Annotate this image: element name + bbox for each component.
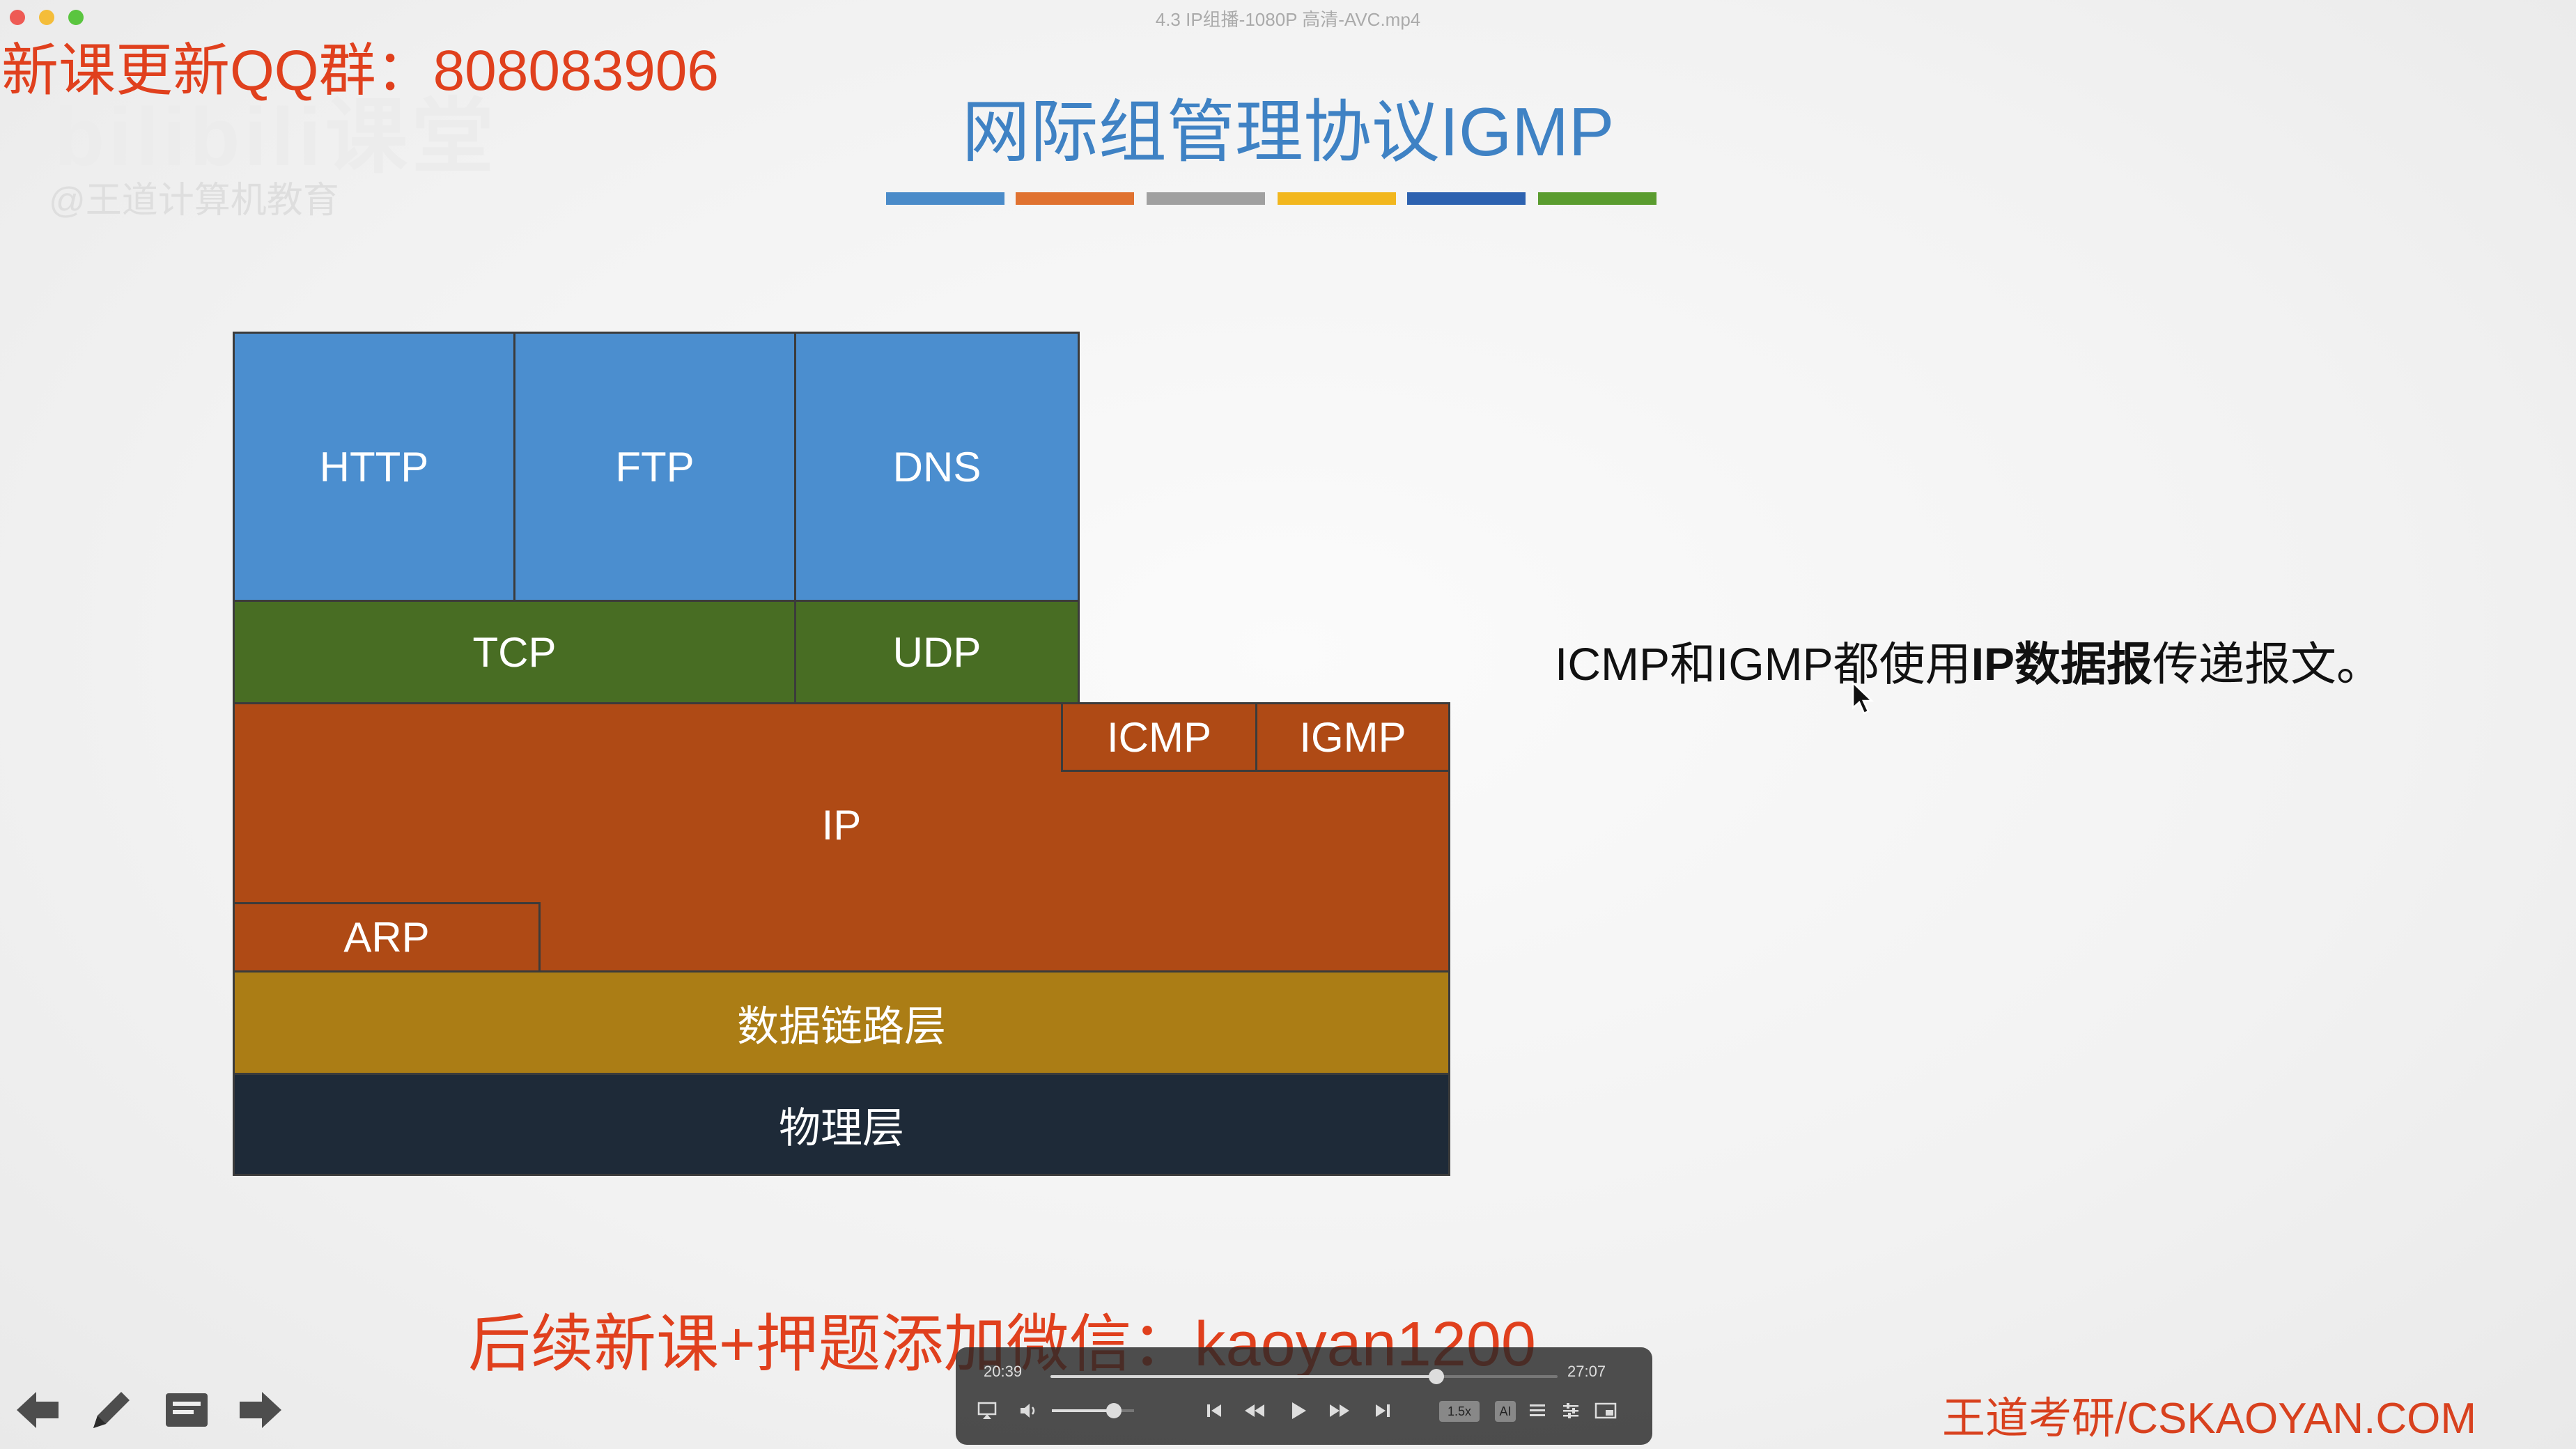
brand-watermark: 王道考研/CSKAOYAN.COM bbox=[1942, 1395, 2477, 1443]
igmp-box: IGMP bbox=[1255, 702, 1450, 772]
picture-in-picture-icon[interactable] bbox=[1594, 1400, 1617, 1421]
note-part-1: ICMP和IGMP都使用 bbox=[1555, 638, 1971, 690]
progress-fill bbox=[1050, 1375, 1436, 1378]
mouse-cursor-icon bbox=[1852, 681, 1875, 715]
skip-forward-icon[interactable] bbox=[1372, 1400, 1393, 1421]
maximize-window-button[interactable] bbox=[68, 10, 84, 25]
bilibili-logo: bilibili课堂 bbox=[54, 91, 498, 183]
title-color-bar-6 bbox=[1538, 192, 1656, 205]
progress-handle[interactable] bbox=[1429, 1369, 1444, 1384]
next-slide-icon[interactable] bbox=[235, 1385, 286, 1435]
note-bold: IP数据报 bbox=[1971, 638, 2153, 690]
datalink-layer-box: 数据链路层 bbox=[233, 970, 1450, 1075]
close-window-button[interactable] bbox=[10, 10, 25, 25]
previous-slide-icon[interactable] bbox=[13, 1385, 63, 1435]
window-title: 4.3 IP组播-1080P 高清-AVC.mp4 bbox=[1155, 9, 1421, 30]
volume-icon[interactable] bbox=[1018, 1400, 1039, 1421]
icmp-box: ICMP bbox=[1061, 702, 1257, 772]
qq-group-overlay: 新课更新QQ群：808083906 bbox=[1, 39, 720, 102]
title-color-bar-4 bbox=[1278, 192, 1396, 205]
http-box: HTTP bbox=[233, 332, 515, 602]
volume-fill bbox=[1052, 1409, 1114, 1412]
settings-sliders-icon[interactable] bbox=[1560, 1400, 1581, 1421]
slide-title: 网际组管理协议IGMP bbox=[961, 93, 1615, 170]
physical-layer-box: 物理层 bbox=[233, 1073, 1450, 1176]
minimize-window-button[interactable] bbox=[39, 10, 54, 25]
title-color-bar-3 bbox=[1147, 192, 1265, 205]
volume-slider[interactable] bbox=[1052, 1403, 1134, 1418]
elapsed-time: 20:39 bbox=[984, 1363, 1023, 1380]
volume-handle[interactable] bbox=[1105, 1403, 1122, 1418]
ai-button[interactable]: AI bbox=[1495, 1401, 1516, 1422]
rewind-icon[interactable] bbox=[1243, 1400, 1266, 1421]
video-player-controls: 20:39 27:07 1.5x AI bbox=[956, 1347, 1652, 1445]
skip-back-icon[interactable] bbox=[1204, 1400, 1225, 1421]
ip-label: IP bbox=[821, 802, 862, 849]
total-time: 27:07 bbox=[1567, 1363, 1606, 1380]
pen-icon[interactable] bbox=[86, 1385, 137, 1435]
chapters-icon[interactable] bbox=[1527, 1400, 1548, 1421]
dns-box: DNS bbox=[794, 332, 1080, 602]
slide-menu-icon[interactable] bbox=[162, 1385, 212, 1435]
play-icon[interactable] bbox=[1287, 1400, 1308, 1421]
title-color-bar-2 bbox=[1016, 192, 1134, 205]
playback-speed-button[interactable]: 1.5x bbox=[1439, 1401, 1480, 1422]
title-color-bar-1 bbox=[886, 192, 1004, 205]
arp-box: ARP bbox=[233, 902, 541, 973]
ftp-box: FTP bbox=[513, 332, 796, 602]
fast-forward-icon[interactable] bbox=[1328, 1400, 1351, 1421]
title-color-bar-5 bbox=[1407, 192, 1526, 205]
uploader-handle: @王道计算机教育 bbox=[49, 180, 339, 221]
progress-bar[interactable] bbox=[1050, 1369, 1558, 1384]
window-titlebar: 4.3 IP组播-1080P 高清-AVC.mp4 bbox=[0, 0, 2576, 35]
udp-box: UDP bbox=[794, 600, 1080, 704]
airplay-icon[interactable] bbox=[977, 1400, 998, 1421]
slide-note: ICMP和IGMP都使用IP数据报传递报文。 bbox=[1555, 627, 2382, 694]
tcp-box: TCP bbox=[233, 600, 796, 704]
note-part-2: 传递报文。 bbox=[2152, 638, 2383, 690]
